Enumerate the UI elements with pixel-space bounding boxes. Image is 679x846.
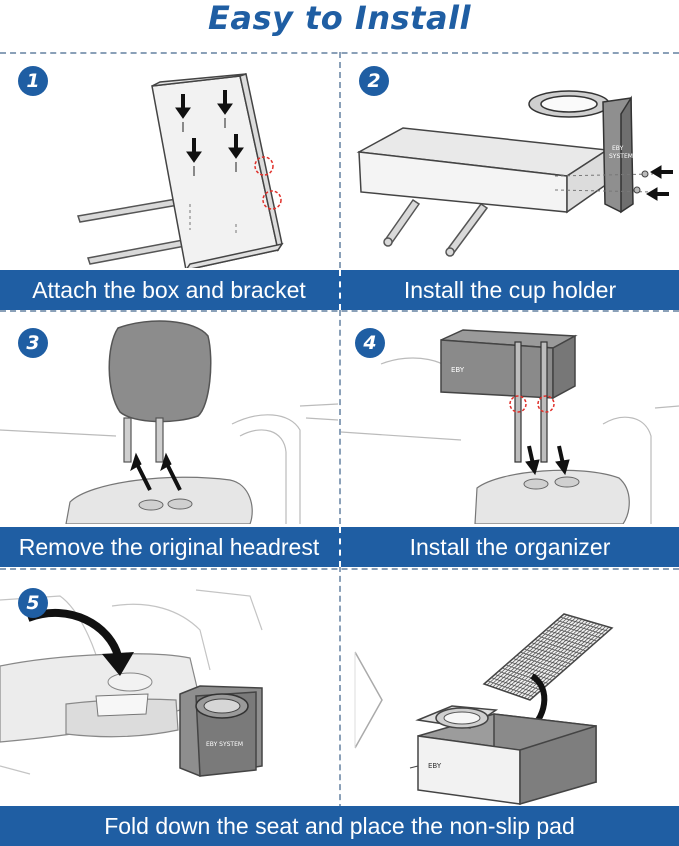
caption-band-row2: Remove the original headrest Install the… <box>0 527 679 567</box>
svg-text:SYSTEM: SYSTEM <box>609 153 633 160</box>
svg-text:EBY SYSTEM: EBY SYSTEM <box>206 741 243 748</box>
step-1-panel: 1 <box>0 54 338 268</box>
caption-band-row1: Attach the box and bracket Install the c… <box>0 270 679 310</box>
step-4-badge: 4 <box>355 328 385 358</box>
step-3-caption: Remove the original headrest <box>0 527 338 567</box>
svg-text:EBY: EBY <box>612 145 624 152</box>
arrow-down-icon <box>175 90 244 163</box>
page-title: Easy to Install <box>208 0 471 37</box>
svg-text:EBY: EBY <box>428 762 442 770</box>
non-slip-pad <box>482 613 614 701</box>
arrow-up-icon <box>130 452 182 491</box>
arrow-down-icon <box>525 445 570 476</box>
caption-separator <box>339 527 341 567</box>
chevron-right-icon <box>354 651 383 749</box>
step-5-illustration: EBY SYSTEM EBY <box>0 589 614 805</box>
step-5-panel: EBY SYSTEM EBY 5 <box>0 570 679 808</box>
step-2-illustration: EBY SYSTEM <box>356 90 673 257</box>
step-3-illustration <box>0 320 338 524</box>
step-2-badge: 2 <box>359 66 389 96</box>
divider-row3 <box>339 566 341 810</box>
caption-separator <box>339 270 341 310</box>
step-5-caption: Fold down the seat and place the non-sli… <box>0 806 679 846</box>
step-5-badge: 5 <box>18 588 48 618</box>
step-4-caption: Install the organizer <box>341 527 679 567</box>
step-2-caption: Install the cup holder <box>341 270 679 310</box>
divider-row2 <box>339 310 341 524</box>
step-3-panel: 3 <box>0 312 338 524</box>
step-2-panel: EBY SYSTEM 2 <box>341 54 679 268</box>
step-1-illustration <box>77 73 284 268</box>
step-4-panel: EBY 4 <box>341 312 679 524</box>
step-1-caption: Attach the box and bracket <box>0 270 338 310</box>
arrow-left-icon <box>646 165 673 201</box>
divider-row2-bottom <box>0 568 679 570</box>
divider-row1-bottom <box>0 310 679 312</box>
step-3-badge: 3 <box>18 328 48 358</box>
step-1-badge: 1 <box>18 66 48 96</box>
divider-row1 <box>339 52 341 268</box>
svg-text:EBY: EBY <box>451 366 465 374</box>
step-4-illustration: EBY <box>341 329 679 524</box>
